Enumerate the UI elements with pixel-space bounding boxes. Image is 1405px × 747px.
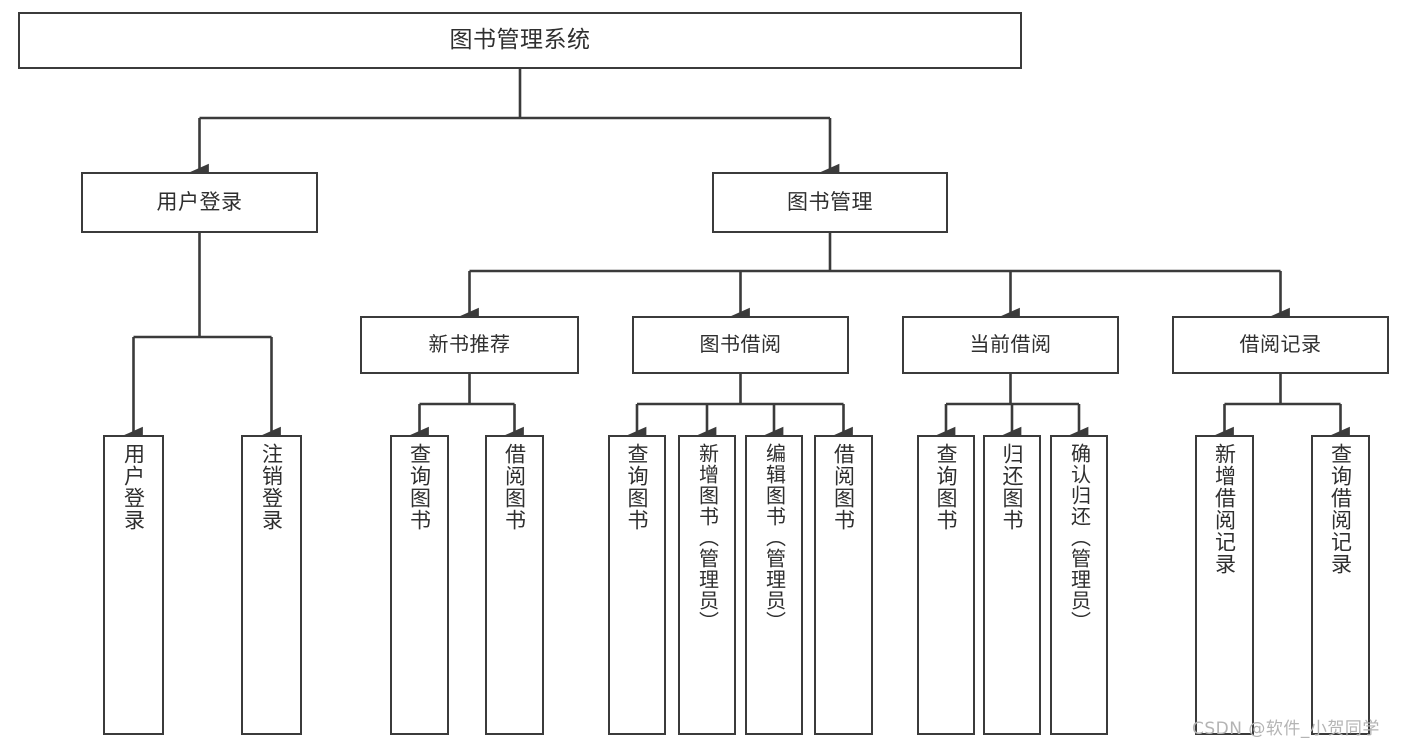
node-leaf-query-borrow-record[interactable]: 查询借阅记录 bbox=[1311, 435, 1370, 735]
node-label: 查询借阅记录 bbox=[1328, 443, 1353, 575]
node-label: 借阅记录 bbox=[1239, 332, 1322, 357]
node-label: 用户登录 bbox=[156, 190, 243, 215]
node-label: 借阅图书 bbox=[502, 443, 527, 531]
node-leaf-query-book-2[interactable]: 查询图书 bbox=[608, 435, 666, 735]
node-leaf-query-book-1[interactable]: 查询图书 bbox=[390, 435, 449, 735]
node-label: 图书管理系统 bbox=[449, 26, 591, 53]
node-label: 图书管理 bbox=[787, 190, 873, 215]
node-borrow-record[interactable]: 借阅记录 bbox=[1172, 316, 1389, 374]
node-label: 用户登录 bbox=[121, 443, 146, 531]
node-label: 归还图书 bbox=[1000, 443, 1025, 531]
node-label: 查询图书 bbox=[625, 443, 650, 531]
node-label: 查询图书 bbox=[934, 443, 959, 531]
node-current-borrow[interactable]: 当前借阅 bbox=[902, 316, 1119, 374]
node-label: 注销登录 bbox=[259, 443, 284, 531]
node-leaf-add-book-admin[interactable]: 新增图书（管理员） bbox=[678, 435, 736, 735]
node-label: 借阅图书 bbox=[831, 443, 856, 531]
node-label: 新增借阅记录 bbox=[1212, 443, 1237, 575]
node-leaf-return-book[interactable]: 归还图书 bbox=[983, 435, 1041, 735]
node-root[interactable]: 图书管理系统 bbox=[18, 12, 1022, 69]
node-book-management[interactable]: 图书管理 bbox=[712, 172, 948, 233]
node-label: 新增图书（管理员） bbox=[695, 443, 720, 632]
node-label: 当前借阅 bbox=[969, 332, 1052, 357]
node-leaf-borrow-book-2[interactable]: 借阅图书 bbox=[814, 435, 873, 735]
node-leaf-borrow-book-1[interactable]: 借阅图书 bbox=[485, 435, 544, 735]
node-new-book-recommend[interactable]: 新书推荐 bbox=[360, 316, 579, 374]
node-label: 新书推荐 bbox=[428, 332, 511, 357]
node-leaf-logout-login[interactable]: 注销登录 bbox=[241, 435, 302, 735]
node-label: 查询图书 bbox=[407, 443, 432, 531]
node-leaf-confirm-return-admin[interactable]: 确认归还（管理员） bbox=[1050, 435, 1108, 735]
node-leaf-query-book-3[interactable]: 查询图书 bbox=[917, 435, 975, 735]
csdn-watermark: CSDN @软件_小贺同学 bbox=[1192, 719, 1380, 739]
node-leaf-add-borrow-record[interactable]: 新增借阅记录 bbox=[1195, 435, 1254, 735]
node-label: 图书借阅 bbox=[699, 332, 782, 357]
node-label: 确认归还（管理员） bbox=[1067, 443, 1092, 632]
node-label: 编辑图书（管理员） bbox=[762, 443, 787, 632]
node-book-borrow[interactable]: 图书借阅 bbox=[632, 316, 849, 374]
node-leaf-user-login[interactable]: 用户登录 bbox=[103, 435, 164, 735]
node-user-login[interactable]: 用户登录 bbox=[81, 172, 318, 233]
node-leaf-edit-book-admin[interactable]: 编辑图书（管理员） bbox=[745, 435, 803, 735]
